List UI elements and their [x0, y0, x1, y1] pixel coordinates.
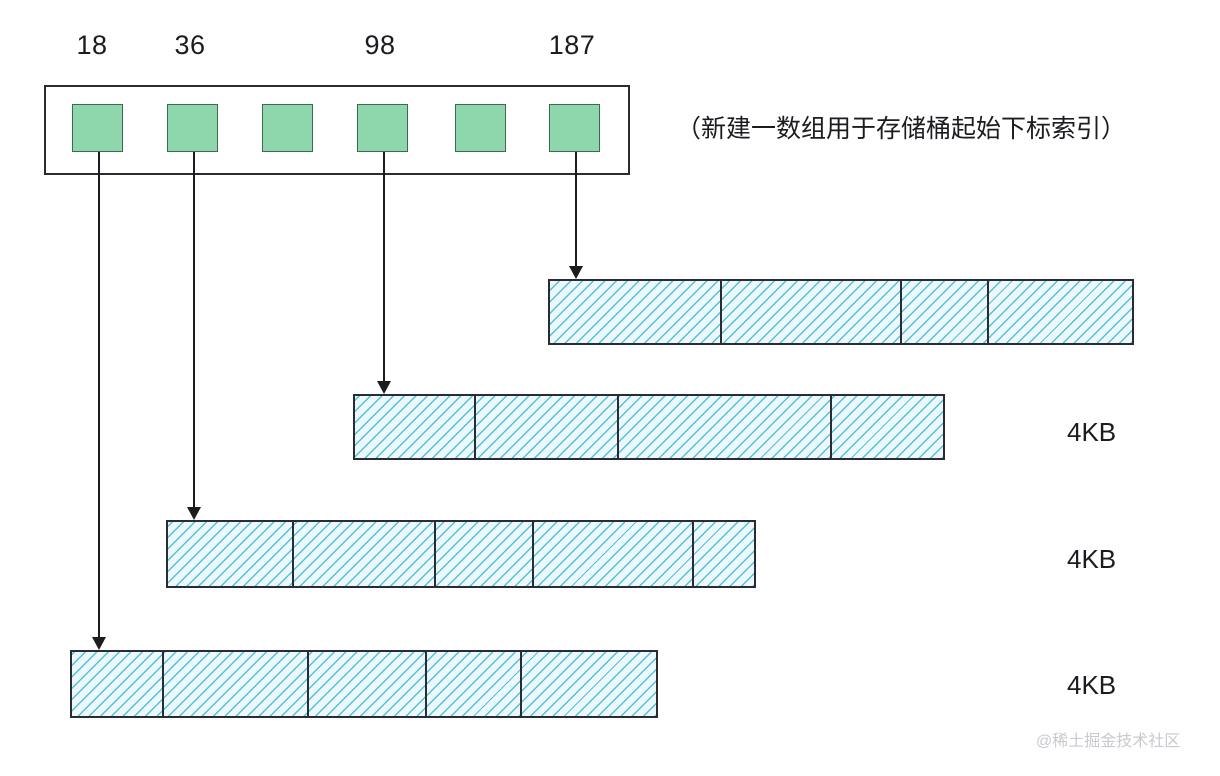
- index-array-container: [44, 85, 630, 175]
- connector-stem-3: [575, 152, 577, 267]
- bucket-bar-4-divider-3: [520, 652, 522, 716]
- bucket-bar-3: [166, 520, 756, 588]
- explanatory-note: （新建一数组用于存储桶起始下标索引）: [676, 115, 1127, 143]
- index-label-98: 98: [364, 30, 396, 60]
- index-array-cell-0[interactable]: [72, 104, 123, 152]
- connector-arrowhead-0: [92, 637, 106, 650]
- bucket-bar-2-divider-2: [830, 396, 832, 458]
- bucket-bar-2-divider-0: [474, 396, 476, 458]
- bucket-size-label-2: 4KB: [1067, 670, 1117, 700]
- connector-arrowhead-3: [569, 266, 583, 279]
- bucket-bar-4-divider-1: [307, 652, 309, 716]
- bucket-bar-1-divider-1: [900, 281, 902, 343]
- bucket-bar-3-divider-0: [292, 522, 294, 586]
- bucket-bar-3-divider-1: [434, 522, 436, 586]
- bucket-size-label-0: 4KB: [1067, 417, 1117, 447]
- index-array-cell-4[interactable]: [455, 104, 506, 152]
- bucket-size-label-1: 4KB: [1067, 544, 1117, 574]
- bucket-bar-1-divider-2: [987, 281, 989, 343]
- bucket-bar-1: [548, 279, 1134, 345]
- connector-arrowhead-1: [187, 507, 201, 520]
- bucket-bar-4-divider-2: [425, 652, 427, 716]
- bucket-bar-4: [70, 650, 658, 718]
- index-array-cell-5[interactable]: [549, 104, 600, 152]
- index-array-cell-2[interactable]: [262, 104, 313, 152]
- connector-stem-2: [383, 152, 385, 382]
- bucket-bar-1-divider-0: [720, 281, 722, 343]
- index-array-cell-1[interactable]: [167, 104, 218, 152]
- index-label-36: 36: [174, 30, 206, 60]
- bucket-bar-3-divider-3: [692, 522, 694, 586]
- index-array-cell-3[interactable]: [357, 104, 408, 152]
- bucket-bar-2: [353, 394, 945, 460]
- index-label-187: 187: [548, 30, 596, 60]
- connector-stem-0: [98, 152, 100, 638]
- bucket-bar-2-divider-1: [617, 396, 619, 458]
- bucket-bar-3-divider-2: [532, 522, 534, 586]
- connector-stem-1: [193, 152, 195, 508]
- bucket-bar-4-divider-0: [162, 652, 164, 716]
- index-label-18: 18: [76, 30, 108, 60]
- watermark: @稀土掘金技术社区: [1036, 733, 1181, 750]
- connector-arrowhead-2: [377, 381, 391, 394]
